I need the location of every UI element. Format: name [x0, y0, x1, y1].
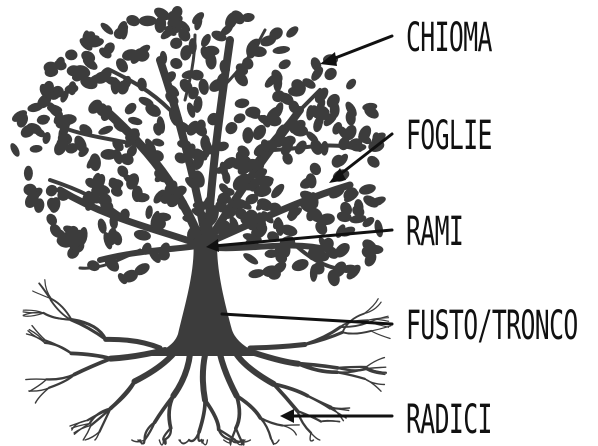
crown-arrow	[320, 36, 392, 66]
trunk-line	[222, 314, 392, 324]
label-chioma: CHIOMA	[406, 18, 492, 58]
label-foglie: FOGLIE	[406, 116, 492, 156]
label-radici: RADICI	[406, 400, 492, 440]
label-rami: RAMI	[406, 212, 463, 252]
label-fusto-tronco: FUSTO/TRONCO	[406, 306, 578, 346]
